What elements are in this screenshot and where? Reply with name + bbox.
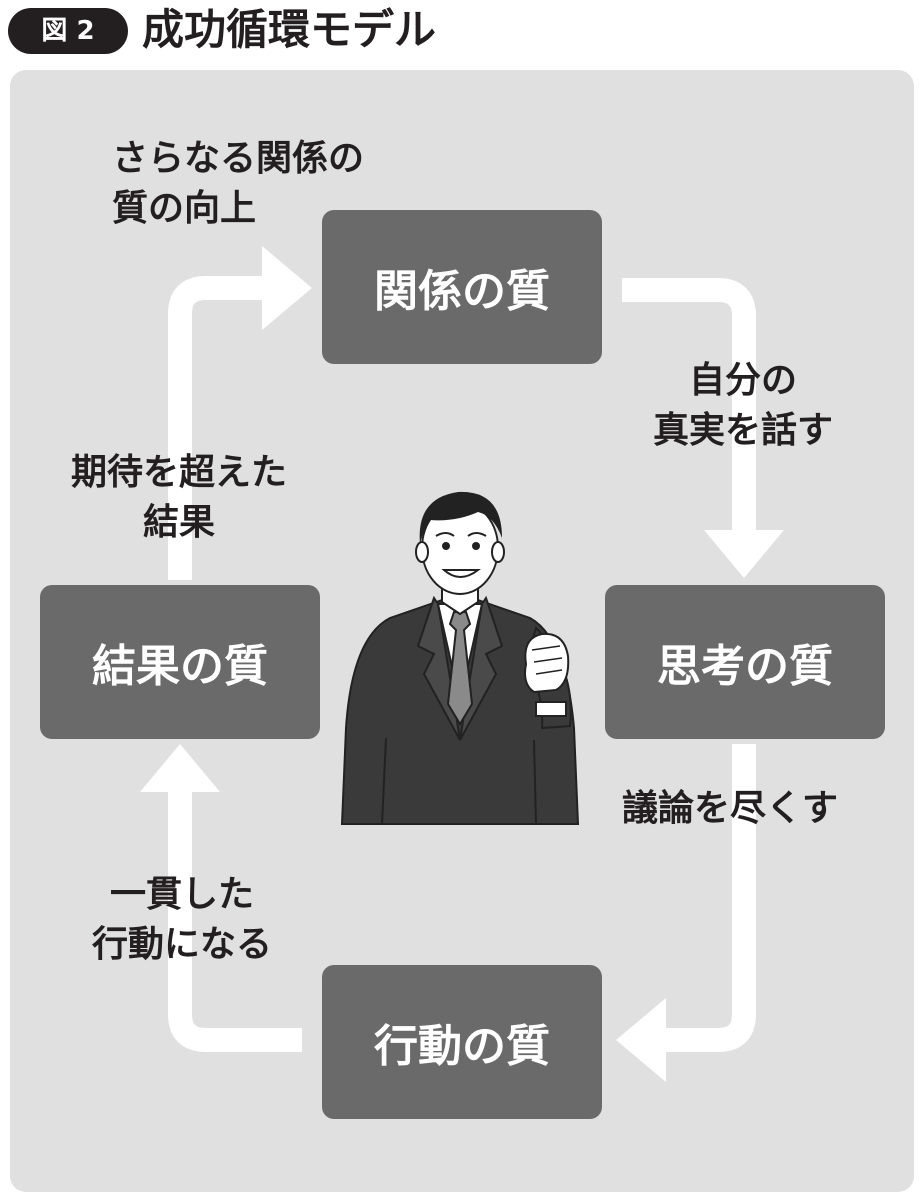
businessman-illustration: [340, 491, 580, 825]
ear-right: [491, 541, 505, 563]
eye-right: [472, 542, 480, 550]
label-exceed-expectations: 期待を超えた 結果: [44, 448, 314, 548]
arrow-head-left: [616, 998, 666, 1082]
box-relation-quality: 関係の質: [322, 210, 602, 364]
label-line: 真実を話す: [652, 410, 833, 451]
label-line: 結果: [142, 502, 215, 543]
label-speak-truth: 自分の 真実を話す: [632, 356, 854, 456]
ear-left: [415, 541, 429, 563]
label-line: 議論を尽くす: [622, 788, 839, 829]
label-line: 期待を超えた: [70, 452, 287, 493]
figure-number-badge: 図 2: [8, 8, 128, 54]
arrow-head-right: [262, 246, 312, 330]
box-thinking-quality: 思考の質: [605, 585, 885, 739]
box-result-quality: 結果の質: [40, 585, 320, 739]
label-line: さらなる関係の: [112, 138, 365, 179]
suit-seam-left: [381, 737, 387, 825]
eye-left: [442, 542, 450, 550]
brow-left: [435, 532, 455, 537]
arrow-head-down: [704, 530, 784, 578]
figure-title: 成功循環モデル: [142, 5, 437, 54]
label-line: 質の向上: [112, 188, 257, 229]
label-relation-improvement: さらなる関係の 質の向上: [112, 134, 364, 234]
hair: [419, 491, 502, 544]
cuff: [535, 701, 567, 717]
smile: [441, 569, 481, 578]
arrow-action-to-result: [168, 784, 302, 1052]
label-consistent-action: 一貫した 行動になる: [66, 870, 298, 970]
arrow-head-up: [140, 744, 220, 792]
fist: [524, 632, 570, 694]
label-line: 自分の: [688, 360, 797, 401]
label-exhaust-discussion: 議論を尽くす: [622, 784, 838, 834]
fist-knuckles: [531, 645, 563, 675]
box-action-quality: 行動の質: [322, 965, 602, 1119]
tie: [446, 611, 474, 726]
suit-seam-right: [533, 739, 537, 825]
label-line: 行動になる: [91, 924, 272, 965]
arrow-relation-to-thinking: [622, 278, 756, 540]
arrow-result-to-relation: [168, 276, 268, 580]
arrow-thinking-to-action: [660, 744, 756, 1052]
brow-right: [467, 532, 487, 537]
label-line: 一貫した: [109, 874, 254, 915]
